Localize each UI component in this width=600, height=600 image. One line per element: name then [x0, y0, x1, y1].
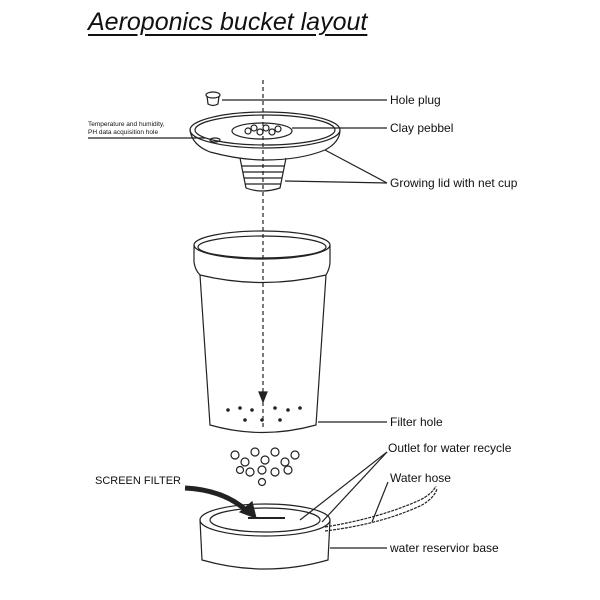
bucket [193, 230, 331, 434]
outlet-leader-1 [321, 451, 388, 523]
label-clay-pebble: Clay pebbel [390, 121, 454, 135]
reservoir-base [199, 503, 331, 570]
axis-arrow [258, 391, 268, 404]
growing-lid [189, 111, 341, 161]
label-water-hose: Water hose [390, 471, 451, 485]
label-outlet: Outlet for water recycle [388, 441, 512, 455]
outlet-leader-2 [299, 451, 388, 521]
label-reservoir-base: water reservior base [390, 541, 499, 555]
clay-pebbles-loose [230, 447, 300, 487]
screen-filter-arrow [184, 485, 250, 514]
water-hose [324, 485, 438, 532]
water-hose-leader [371, 481, 389, 523]
growing-lid-leader-1 [324, 149, 388, 184]
diagram-title: Aeroponics bucket layout [88, 8, 368, 36]
label-screen-filter: SCREEN FILTER [95, 475, 181, 487]
label-sensor-hole-1: Temperature and humidity, [88, 121, 165, 128]
label-hole-plug: Hole plug [390, 93, 441, 107]
label-growing-lid: Growing lid with net cup [390, 176, 518, 190]
net-cup [239, 157, 287, 192]
growing-lid-leader-2 [284, 180, 388, 184]
label-sensor-hole-2: PH data acquisition hole [88, 129, 159, 136]
hole-plug [205, 91, 221, 107]
label-filter-hole: Filter hole [390, 415, 443, 429]
clay-pebbles-in-lid [231, 122, 293, 140]
